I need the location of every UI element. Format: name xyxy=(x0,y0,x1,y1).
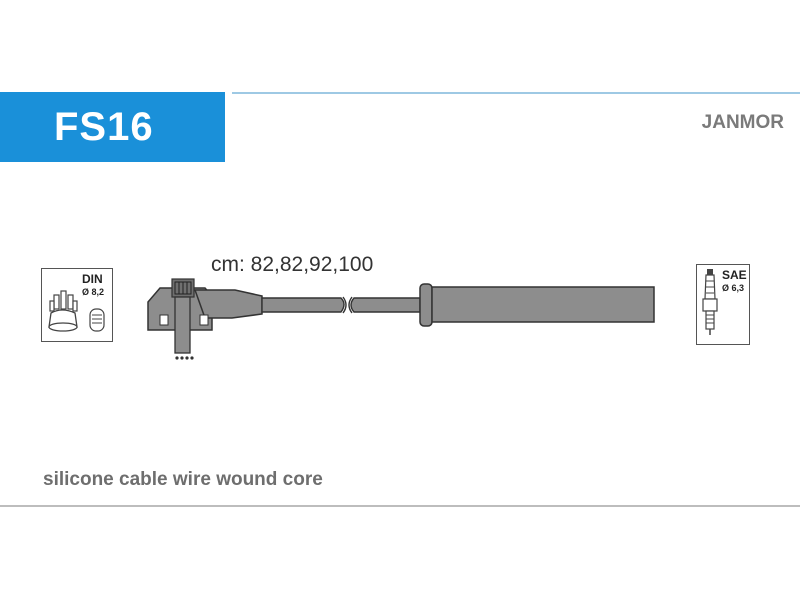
din-diameter: Ø 8,2 xyxy=(82,287,105,297)
cable-break-mark xyxy=(348,296,353,314)
cable-description: silicone cable wire wound core xyxy=(43,469,323,490)
plug-connector-box: SAE Ø 6,3 xyxy=(696,264,750,345)
sae-diameter: Ø 6,3 xyxy=(722,283,745,293)
cable-lengths-label: cm: 82,82,92,100 xyxy=(211,253,374,276)
part-code-badge: FS16 xyxy=(0,92,225,162)
distributor-boot xyxy=(147,278,263,360)
spark-plug-boot xyxy=(419,283,655,327)
spark-plug-icon xyxy=(702,269,718,335)
cable-segment-left xyxy=(261,297,345,313)
cable-break-mark xyxy=(342,296,347,314)
part-code: FS16 xyxy=(54,104,154,149)
footer-rule xyxy=(0,505,800,507)
distributor-connector-box: DIN Ø 8,2 xyxy=(41,268,113,342)
sae-label: SAE xyxy=(722,268,747,282)
brand-name: JANMOR xyxy=(701,112,784,133)
distributor-cap-icon xyxy=(48,290,105,332)
din-label: DIN xyxy=(82,272,103,286)
header-rule xyxy=(232,92,800,94)
cable-segment-right xyxy=(350,297,421,313)
